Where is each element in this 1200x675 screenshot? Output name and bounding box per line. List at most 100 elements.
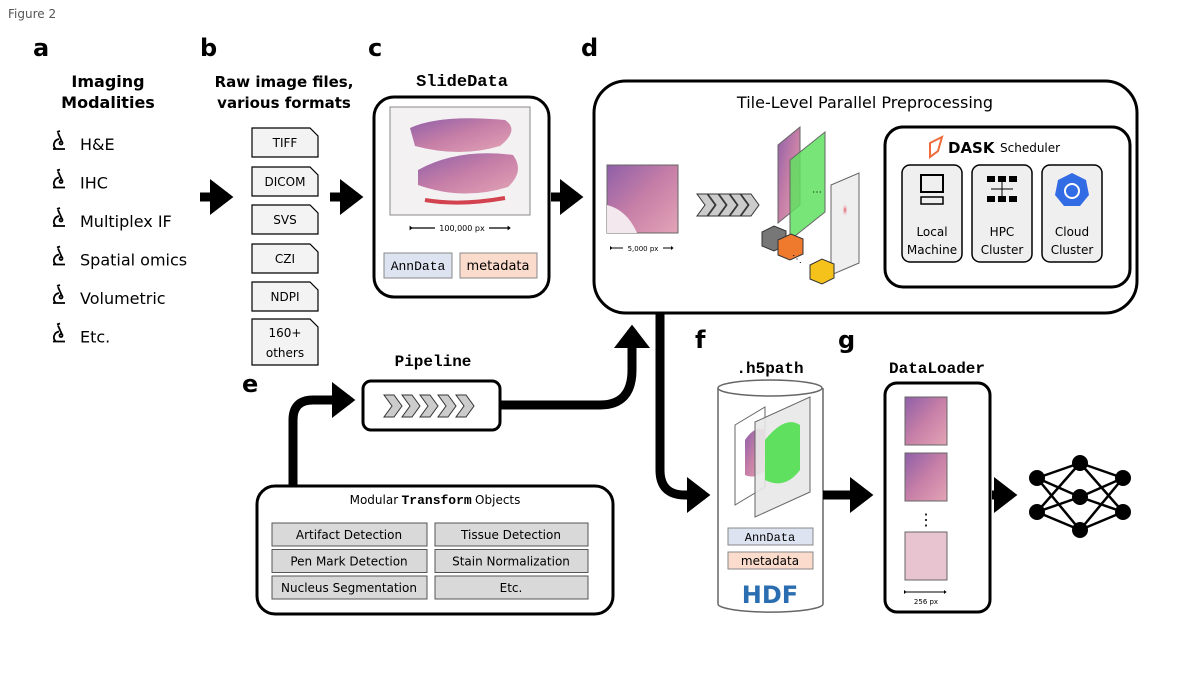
hdf-logo: HDF [742, 581, 798, 609]
nn-node [1072, 455, 1088, 471]
format-file-icon [251, 281, 319, 312]
microscope-icon [52, 322, 66, 343]
transforms-title: Modular Transform Objects [350, 493, 521, 508]
format-label: others [266, 346, 304, 360]
transform-label: Nucleus Segmentation [281, 581, 417, 595]
pipeline-chevrons-d [696, 193, 760, 217]
microscope-icon [52, 284, 66, 304]
panel-label-a: a [33, 34, 49, 62]
nn-node [1029, 470, 1045, 486]
slidedata-title: SlideData [416, 73, 508, 92]
metadata-label: metadata [466, 259, 529, 274]
target-label: Cluster [981, 243, 1024, 257]
anndata-box [383, 252, 453, 279]
transform-label: Etc. [500, 581, 523, 595]
dataloader-scale: 256 px [914, 598, 938, 606]
kubernetes-icon [1055, 173, 1089, 206]
svg-text:⋯: ⋯ [812, 187, 822, 198]
h5-anndata-label: AnnData [745, 531, 795, 545]
format-label: 160+ [269, 326, 302, 340]
h5-metadata-box [727, 551, 814, 570]
format-label: NDPI [271, 290, 300, 304]
arrow-pipeline-d [500, 324, 650, 410]
neural-network-icon [1029, 455, 1131, 538]
dataloader-title: DataLoader [889, 360, 985, 378]
compute-target-1 [901, 164, 963, 263]
transform-label: Stain Normalization [452, 555, 570, 569]
tile-thumb-2 [904, 452, 948, 502]
panel-label-e: e [242, 370, 258, 398]
format-file-icon [251, 243, 319, 274]
h5-anndata-box [727, 527, 814, 546]
tile-thumb-1 [904, 396, 948, 446]
target-label: Cloud [1055, 225, 1089, 239]
transform-item [271, 522, 428, 547]
tile-image [606, 164, 679, 234]
modality-item: Multiplex IF [80, 212, 172, 231]
tiles-ellipsis: ⋮ [918, 512, 934, 529]
panel-label-f: f [695, 326, 706, 354]
transform-label: Artifact Detection [296, 528, 402, 542]
scheduler-label: Scheduler [1000, 141, 1060, 155]
arrow-transforms-pipeline [288, 382, 356, 486]
target-label: Local [916, 225, 947, 239]
wsi-image [389, 106, 531, 216]
transform-item [434, 522, 589, 547]
format-file-icon [251, 127, 319, 158]
transform-label: Tissue Detection [460, 528, 561, 542]
slide-scale: 100,000 px [439, 224, 485, 233]
figure-label: Figure 2 [8, 7, 56, 21]
formats-title-2: various formats [217, 94, 351, 112]
panel-label-d: d [581, 34, 598, 62]
pipeline-title: Pipeline [395, 353, 472, 371]
panel-label-b: b [200, 34, 217, 62]
network-icon [987, 176, 1017, 202]
format-file-icon [251, 166, 319, 197]
transform-item [434, 575, 589, 600]
h5-metadata-label: metadata [741, 554, 799, 568]
modality-item: Spatial omics [80, 251, 187, 270]
nn-node [1029, 504, 1045, 520]
modalities-title-1: Imaging [71, 72, 144, 91]
nn-node [1072, 522, 1088, 538]
modalities-title-2: Modalities [61, 93, 155, 112]
microscope-icon [52, 168, 66, 189]
format-label: SVS [273, 213, 296, 227]
preprocessing-title: Tile-Level Parallel Preprocessing [736, 93, 993, 112]
microscope-icon [52, 207, 66, 227]
format-label: DICOM [265, 175, 306, 189]
modality-item: Volumetric [80, 289, 166, 308]
target-label: Machine [907, 243, 957, 257]
formats-title-1: Raw image files, [215, 73, 354, 91]
nn-node [1115, 504, 1131, 520]
anndata-label: AnnData [391, 259, 446, 274]
panel-label-g: g [838, 326, 855, 354]
computer-icon [920, 174, 944, 193]
h5path-cylinder [717, 379, 824, 613]
transform-item [271, 549, 428, 573]
dask-logo-icon [929, 135, 944, 159]
panel-label-c: c [368, 34, 382, 62]
metadata-box [459, 252, 538, 279]
h5path-title: .h5path [736, 360, 803, 378]
dask-logo-text: DASK [948, 139, 996, 157]
transform-item [271, 575, 428, 600]
format-label: CZI [275, 252, 295, 266]
microscope-icon [52, 245, 66, 266]
nn-node [1115, 470, 1131, 486]
format-file-icon [251, 204, 319, 235]
modality-item: IHC [80, 174, 108, 193]
arrow-d-f [655, 313, 711, 513]
format-file-icon [251, 318, 319, 366]
transform-label: Pen Mark Detection [290, 555, 407, 569]
tile-scale: 5,000 px [628, 245, 659, 253]
target-label: HPC [990, 225, 1015, 239]
svg-text:⋱: ⋱ [792, 254, 802, 265]
compute-target-2 [971, 164, 1033, 263]
tile-thumb-3 [904, 531, 948, 581]
nn-node [1072, 489, 1088, 505]
tile-masks: ⋯ ⋱ [761, 125, 860, 285]
modality-item: Etc. [80, 328, 110, 347]
microscope-icon [52, 130, 66, 150]
